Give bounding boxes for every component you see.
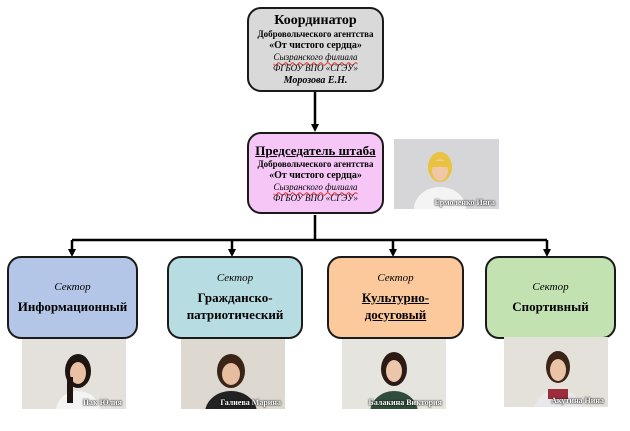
chair-line4: ФГБОУ ВПО «СГЭУ» bbox=[273, 192, 358, 203]
sector-name-line1: Культурно- bbox=[361, 290, 430, 305]
person-photo-icon bbox=[22, 339, 126, 409]
sector-3-photo-caption: Балакина Виктория bbox=[368, 398, 442, 407]
sector-label: Сектор bbox=[216, 272, 254, 284]
sector-label: Сектор bbox=[532, 280, 569, 293]
sector-2-photo-caption: Галиева Марина bbox=[220, 398, 281, 407]
sector-label: Сектор bbox=[54, 280, 91, 293]
sector-name-line2: патриотический bbox=[186, 307, 284, 322]
sector-label: Сектор bbox=[377, 272, 414, 284]
sector-name-line2: досуговый bbox=[364, 307, 427, 322]
coordinator-line4: ФГБОУ ВПО «СГЭУ» bbox=[273, 62, 358, 73]
sector-box-cultural-leisure: Сектор Культурно- досуговый bbox=[327, 256, 464, 339]
sector-box-information: Сектор Информационный bbox=[7, 256, 138, 339]
sector-1-photo: Пак Юлия bbox=[22, 339, 126, 409]
person-photo-icon bbox=[504, 337, 608, 407]
coordinator-line1: Добровольческого агентства bbox=[257, 28, 374, 39]
sector-2-photo: Галиева Марина bbox=[181, 339, 285, 409]
chair-photo: Ермоленко Инга bbox=[394, 139, 499, 209]
chair-line2: «От чистого сердца» bbox=[269, 169, 362, 181]
person-photo-icon bbox=[181, 339, 285, 409]
sector-name-line1: Гражданско- bbox=[197, 290, 273, 305]
chair-box: Председатель штаба Добровольческого аген… bbox=[247, 132, 384, 214]
chair-line3: Сызранского филиала bbox=[273, 181, 358, 192]
sector-name-line1: Информационный bbox=[17, 298, 128, 314]
sector-box-civic-patriotic: Сектор Гражданско- патриотический bbox=[167, 256, 303, 339]
coordinator-box: Координатор Добровольческого агентства «… bbox=[247, 7, 384, 92]
person-photo-icon bbox=[342, 339, 446, 409]
chair-title: Председатель штаба bbox=[255, 142, 376, 158]
chair-photo-caption: Ермоленко Инга bbox=[434, 198, 495, 207]
coordinator-title: Координатор bbox=[274, 12, 357, 28]
sector-3-photo: Балакина Виктория bbox=[342, 339, 446, 409]
sector-4-photo-caption: Акутина Нина bbox=[551, 396, 604, 405]
person-photo-icon bbox=[394, 139, 499, 209]
sector-1-photo-caption: Пак Юлия bbox=[82, 398, 122, 407]
coordinator-line2: «От чистого сердца» bbox=[269, 39, 362, 51]
sector-name-line1: Спортивный bbox=[512, 298, 589, 314]
sector-box-sports: Сектор Спортивный bbox=[485, 256, 616, 339]
coordinator-name: Морозова Е.Н. bbox=[283, 74, 348, 86]
coordinator-line3: Сызранского филиала bbox=[273, 51, 358, 62]
sector-4-photo: Акутина Нина bbox=[504, 337, 608, 407]
chair-line1: Добровольческого агентства bbox=[257, 158, 374, 169]
